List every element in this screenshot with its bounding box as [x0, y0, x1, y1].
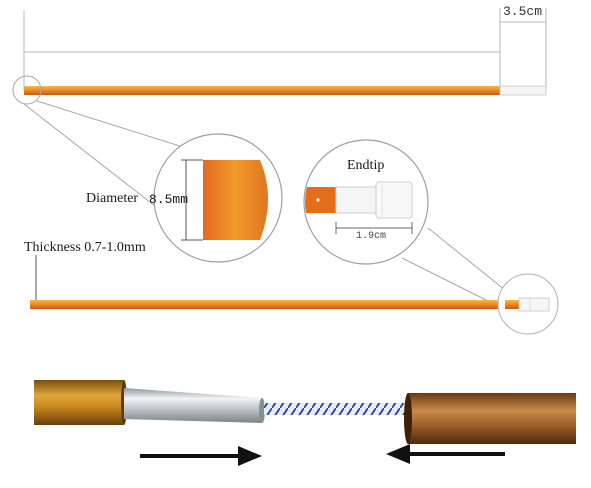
- thickness-label: Thickness 0.7-1.0mm: [24, 240, 146, 255]
- shock-cord: [264, 403, 408, 415]
- diameter-zoom: [153, 133, 283, 263]
- diameter-label: Diameter: [86, 191, 139, 206]
- pole-length-label: 3.5cm: [503, 4, 543, 19]
- second-pole-endtip: [518, 297, 550, 312]
- zoom-connector: [36, 100, 187, 149]
- zoom-connector: [427, 227, 506, 291]
- endtip-ferrule: [335, 186, 377, 214]
- arrow-right: [140, 446, 262, 466]
- second-pole-group: [30, 255, 559, 335]
- arrow-left: [386, 444, 505, 464]
- second-pole: [30, 300, 505, 309]
- top-pole-zoom-circle: [12, 75, 42, 105]
- pole-cross-section: [203, 160, 268, 240]
- endtip-zoom: [303, 139, 429, 265]
- top-pole-endtip: [499, 85, 547, 96]
- left-pole-section: [34, 380, 124, 425]
- top-pole: [24, 86, 500, 95]
- silver-ferrule: [124, 388, 262, 423]
- endtip-length-label: 1.9cm: [356, 231, 387, 242]
- endtip-title: Endtip: [347, 158, 385, 173]
- zoom-connector: [401, 257, 499, 307]
- endtip-cap: [375, 181, 413, 219]
- joint-photo: [34, 380, 576, 444]
- top-pole-group: [12, 8, 547, 105]
- zoom-connector: [23, 103, 161, 211]
- diameter-value: 8.5mm: [149, 192, 189, 207]
- endtip-pole-segment: [305, 187, 336, 213]
- right-pole-section: [408, 393, 576, 444]
